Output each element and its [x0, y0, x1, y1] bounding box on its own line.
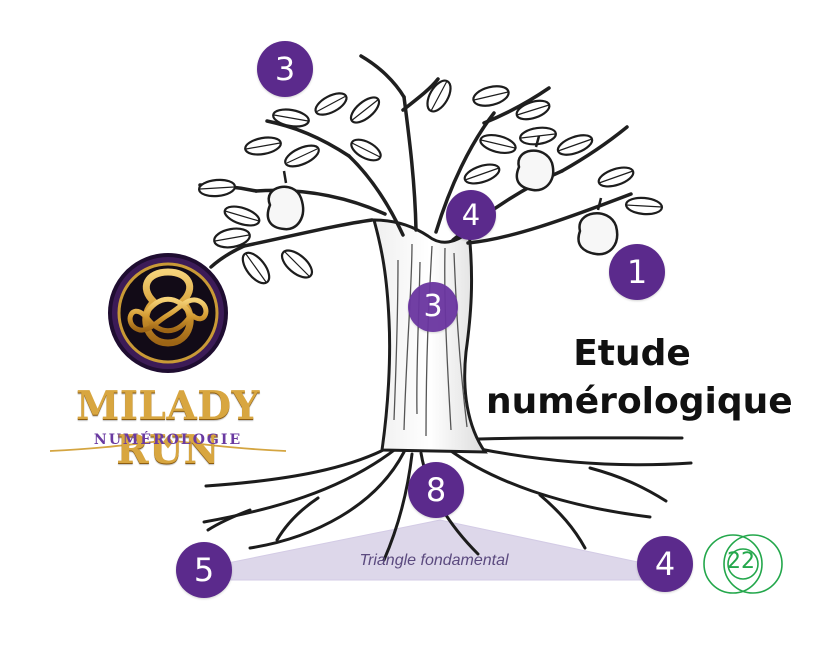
logo-title: MILADY RUN — [76, 383, 260, 473]
badge-bottom-left: 5 — [176, 542, 232, 598]
apple-center — [515, 135, 555, 192]
logo-decoration — [49, 435, 287, 452]
title-line-1: Etude — [573, 333, 691, 374]
ring-logo-text: 22 — [727, 549, 755, 574]
badge-bottom-right: 4 — [637, 536, 693, 592]
ring-logo-shapes — [703, 534, 783, 594]
badge-top-left: 3 — [257, 41, 313, 97]
page-title: Etude numérologique — [486, 330, 793, 426]
ring-logo: 22 — [698, 534, 784, 594]
apple-left — [266, 170, 305, 231]
badge-roots: 8 — [408, 462, 464, 518]
tree-apples — [266, 135, 619, 256]
milady-run-emblem — [108, 253, 228, 373]
badge-center: 4 — [446, 190, 496, 240]
tree-roots — [202, 436, 693, 562]
triangle-label: Triangle fondamental — [359, 552, 509, 569]
triangle-fondamental — [202, 519, 667, 581]
badge-trunk: 3 — [408, 282, 458, 332]
leaf-midribs — [199, 80, 663, 283]
logo-subtitle: NUMÉROLOGIE — [93, 432, 243, 448]
apple-right — [577, 197, 619, 256]
title-line-2: numérologique — [486, 381, 793, 422]
tree-trunk — [372, 218, 488, 454]
badge-right: 1 — [609, 244, 665, 300]
